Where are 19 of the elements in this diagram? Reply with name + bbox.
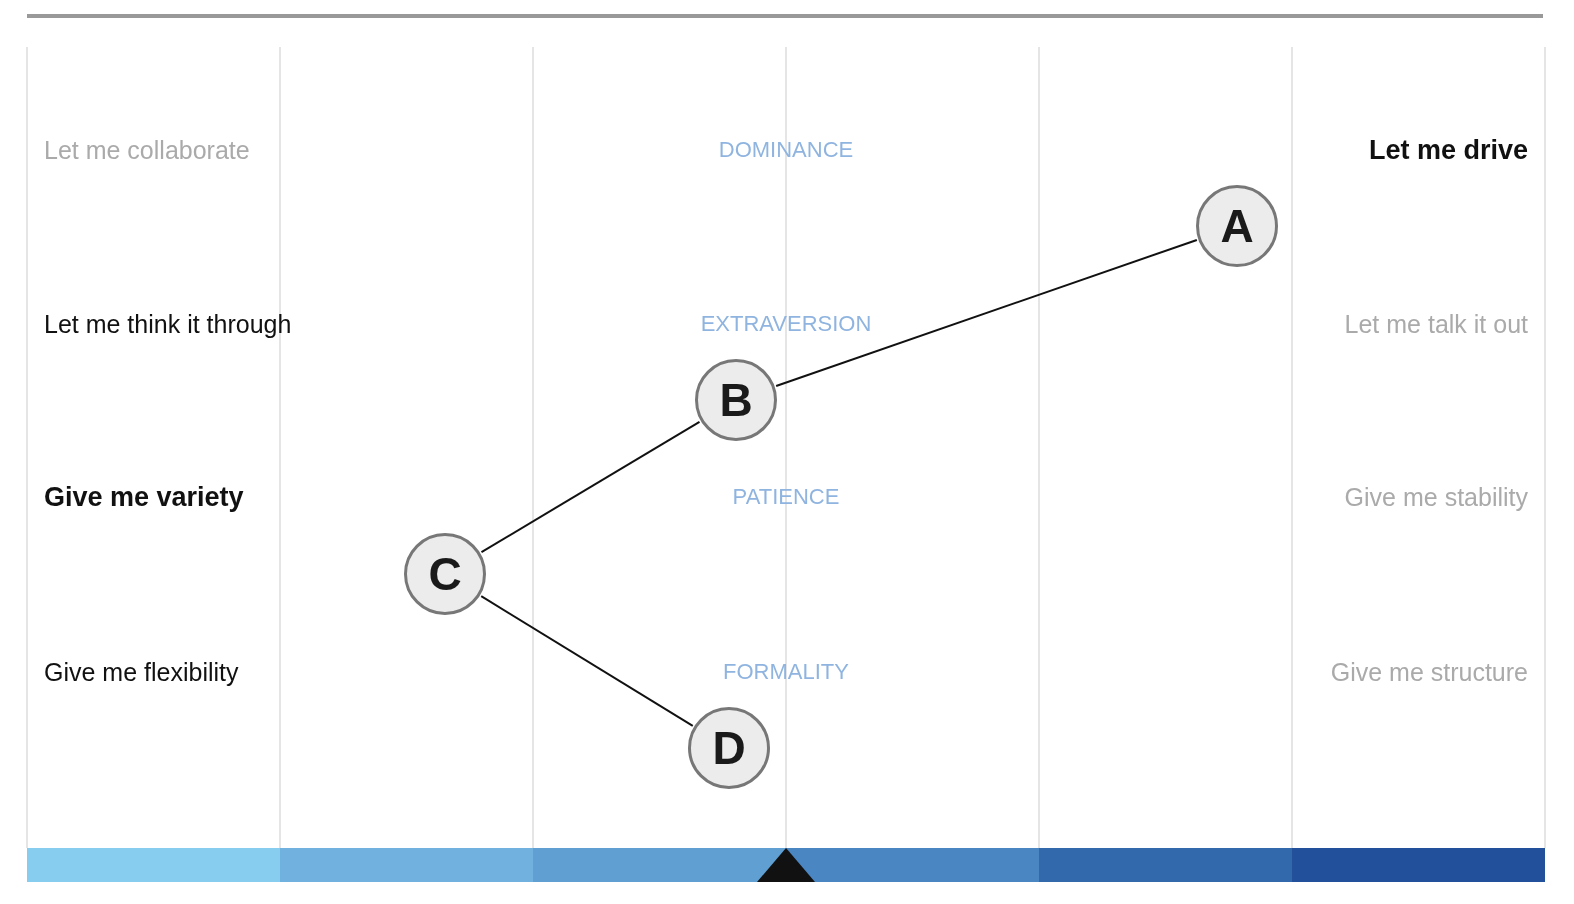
axis-label: FORMALITY [723,658,849,686]
lettered-circle: A [1196,185,1278,267]
lettered-circle: B [695,359,777,441]
preference-label: Let me collaborate [44,135,250,165]
preference-label: Let me talk it out [1344,309,1528,339]
lettered-circle: C [404,533,486,615]
axis-label: EXTRAVERSION [700,310,872,338]
preference-label: Let me drive [1368,135,1528,165]
axis-label: PATIENCE [732,483,840,511]
connector-line [480,595,694,727]
preference-label: Give me variety [44,482,244,512]
axis-label: DOMINANCE [718,136,854,164]
preference-label: Give me flexibility [44,657,239,687]
connector-line [775,238,1198,388]
preference-label: Give me stability [1344,482,1528,512]
lettered-circle: D [688,707,770,789]
preference-label: Give me structure [1330,657,1528,687]
preference-label: Let me think it through [44,309,292,339]
connector-line [480,420,701,554]
